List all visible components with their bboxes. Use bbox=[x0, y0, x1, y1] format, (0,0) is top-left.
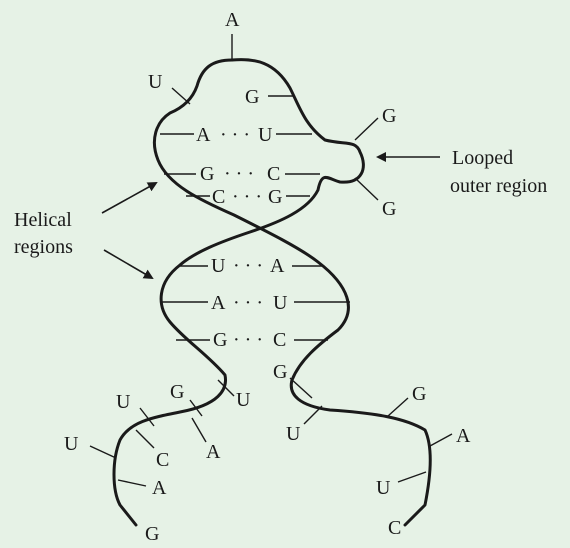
pair-4-dots: · · · bbox=[233, 255, 263, 277]
pair-5-dots: · · · bbox=[233, 292, 263, 314]
pair-2-right: C bbox=[267, 163, 280, 185]
pair-3-dots: · · · bbox=[232, 186, 262, 208]
helical-label-line2: regions bbox=[14, 236, 73, 258]
helical-arrow-upper bbox=[101, 182, 158, 214]
right-tail-base-u1: U bbox=[286, 423, 301, 445]
helical-label-line1: Helical bbox=[14, 209, 72, 231]
loop-g-right-top-tick bbox=[354, 117, 379, 141]
pair-2: G · · · C bbox=[164, 163, 320, 185]
pair-3-right: G bbox=[268, 186, 282, 208]
right-tail-base-g1: G bbox=[273, 361, 287, 383]
top-base-a: A bbox=[225, 9, 240, 31]
left-tail-c-tick bbox=[135, 429, 155, 449]
loop-base-g: G bbox=[245, 86, 259, 108]
looped-label-line2: outer region bbox=[450, 175, 547, 197]
pair-1-dots: · · · bbox=[220, 124, 250, 146]
pair-5: A · · · U bbox=[162, 292, 350, 314]
pair-4-right: A bbox=[270, 255, 285, 277]
pair-1: A · · · U bbox=[160, 124, 312, 146]
right-tail-a-tick bbox=[429, 433, 453, 447]
left-tail-a2-tick bbox=[117, 479, 147, 487]
right-tail-u-tick bbox=[303, 405, 323, 425]
pair-6-left: G bbox=[213, 329, 227, 351]
left-tail-base-g1: G bbox=[170, 381, 184, 403]
strand-left bbox=[153, 58, 432, 527]
pair-6: G · · · C bbox=[176, 329, 328, 351]
right-tail-u2-tick bbox=[397, 471, 427, 483]
right-tail-base-u2: U bbox=[376, 477, 391, 499]
right-tail-g2-tick bbox=[387, 397, 409, 417]
left-tail-u3-tick bbox=[89, 445, 117, 459]
pair-4-left: U bbox=[211, 255, 226, 277]
pair-6-right: C bbox=[273, 329, 286, 351]
pair-1-left: A bbox=[196, 124, 211, 146]
right-tail-base-c: C bbox=[388, 517, 401, 539]
left-tail-base-g2: G bbox=[145, 523, 159, 545]
left-tail-base-u3: U bbox=[64, 433, 79, 455]
loop-base-g-right-bottom: G bbox=[382, 198, 396, 220]
strand-right bbox=[112, 58, 365, 527]
pair-2-left: G bbox=[200, 163, 214, 185]
right-tail-base-g2: G bbox=[412, 383, 426, 405]
pair-1-right: U bbox=[258, 124, 273, 146]
loop-base-u: U bbox=[148, 71, 163, 93]
pair-3: C · · · G bbox=[186, 186, 310, 208]
pair-6-dots: · · · bbox=[233, 329, 263, 351]
left-tail-u1-tick bbox=[217, 379, 235, 397]
loop-base-g-right-top: G bbox=[382, 105, 396, 127]
right-tail-g-tick bbox=[289, 377, 313, 399]
left-tail-base-a1: A bbox=[206, 441, 221, 463]
left-tail-u2-tick bbox=[139, 407, 155, 427]
left-tail-base-a2: A bbox=[152, 477, 167, 499]
left-tail-a1-tick bbox=[191, 417, 207, 443]
left-tail-g1-tick bbox=[189, 399, 203, 417]
pair-3-left: C bbox=[212, 186, 225, 208]
right-tail-base-a: A bbox=[456, 425, 471, 447]
pair-4: U · · · A bbox=[178, 255, 322, 277]
helical-arrow-lower bbox=[103, 249, 154, 280]
looped-label-line1: Looped bbox=[452, 147, 513, 169]
left-tail-base-u2: U bbox=[116, 391, 131, 413]
pair-2-dots: · · · bbox=[224, 163, 254, 185]
left-tail-base-u1: U bbox=[236, 389, 251, 411]
loop-u-tick bbox=[171, 87, 191, 105]
loop-g-right-bottom-tick bbox=[354, 177, 379, 201]
pair-5-right: U bbox=[273, 292, 288, 314]
left-tail-base-c: C bbox=[156, 449, 169, 471]
pair-5-left: A bbox=[211, 292, 226, 314]
